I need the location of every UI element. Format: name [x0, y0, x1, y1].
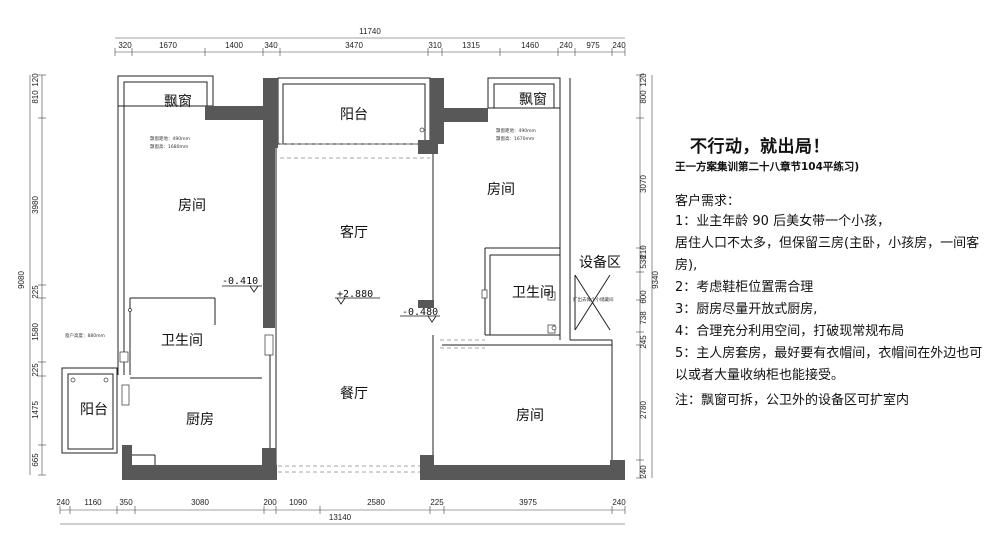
requirements-panel: 不行动，就出局！ 王一方案集训第二十八章节104平练习) 客户需求： 1：业主年… [675, 132, 995, 408]
thin-walls [61, 75, 613, 470]
note-vent-storage: 扩出去做个小储藏间 [573, 296, 614, 303]
dim-left: 120 [31, 73, 40, 87]
requirement-item: 居住人口不太多，但保留三房(主卧，小孩房，一间客房), [675, 236, 980, 273]
dim-top: 1460 [521, 41, 539, 50]
dim-right: 738 [639, 311, 648, 325]
dim-left: 665 [31, 453, 40, 467]
requirement-item: 2：考虑鞋柜位置需合理 [675, 280, 814, 295]
dim-bottom: 350 [119, 498, 133, 507]
dim-top: 240 [559, 41, 573, 50]
dim-right: 538 [639, 255, 648, 269]
dim-bottom: 200 [263, 498, 277, 507]
room-equipment: 设备区 [579, 254, 621, 271]
dim-left: 225 [31, 285, 40, 299]
dim-bottom: 225 [430, 498, 444, 507]
dimension-lines [29, 37, 653, 525]
slogan: 不行动，就出局！ [690, 137, 830, 157]
dim-top: 3470 [345, 41, 363, 50]
dim-right: 800 [639, 90, 648, 104]
dim-top: 240 [612, 41, 626, 50]
room-left: 房间 [178, 198, 206, 214]
requirement-item: 3：厨房尽量开放式厨房, [675, 302, 818, 317]
requirements-note: 注：飘窗可拆，公卫外的设备区可扩室内 [675, 393, 910, 408]
dim-bottom: 1160 [84, 498, 102, 507]
dim-bottom: 240 [56, 498, 70, 507]
room-right-top: 房间 [487, 182, 515, 198]
note-bay-right-height-from-floor: 飘窗距地：490mm [496, 127, 536, 134]
dim-top-total: 11740 [359, 27, 381, 36]
requirement-item: 4：合理充分利用空间，打破现常规布局 [675, 324, 905, 339]
dim-right-total: 9340 [651, 271, 660, 289]
dim-top: 1400 [225, 41, 243, 50]
dim-right: 240 [639, 465, 648, 479]
requirements-list: 1：业主年龄 90 后美女带一个小孩， 居住人口不太多，但保留三房(主卧，小孩房… [675, 211, 995, 387]
dim-top: 1670 [159, 41, 177, 50]
structural-walls [122, 78, 625, 480]
dim-bottom: 1090 [289, 498, 307, 507]
dim-top: 340 [264, 41, 278, 50]
room-kitchen: 厨房 [186, 412, 214, 428]
room-bay-window-left: 飘窗 [164, 93, 192, 110]
level-minus-0410: -0.410 [222, 276, 258, 287]
dim-left-total: 9080 [17, 271, 26, 289]
dim-top: 975 [586, 41, 600, 50]
dim-bottom: 3080 [191, 498, 209, 507]
dim-right: 210 [639, 245, 648, 259]
room-living: 客厅 [340, 224, 368, 241]
room-right-bottom: 房间 [516, 408, 544, 424]
dim-left: 1475 [31, 401, 40, 419]
dim-left: 225 [31, 363, 40, 377]
fixtures [70, 127, 557, 406]
room-bay-window-right: 飘窗 [519, 91, 547, 108]
room-balcony-left: 阳台 [80, 402, 108, 418]
requirement-item: 1：业主年龄 90 后美女带一个小孩， [675, 214, 891, 229]
note-bay-right-height: 飘窗高：1670mm [496, 135, 534, 142]
note-window-height: 窗户高度：880mm [65, 332, 105, 339]
level-minus-0480: -0.480 [402, 307, 438, 318]
floor-plan: 11740 320 1670 1400 340 3470 310 1315 14… [17, 27, 660, 525]
dim-right: 120 [639, 73, 648, 87]
dim-right: 3070 [639, 175, 648, 193]
dim-left: 810 [31, 90, 40, 104]
dim-top: 310 [428, 41, 442, 50]
dim-top: 1315 [462, 41, 480, 50]
dim-left: 1580 [31, 323, 40, 341]
level-marker-icons [222, 285, 440, 323]
note-bay-left-height: 飘窗高：1680mm [150, 143, 188, 150]
dim-bottom: 2580 [367, 498, 385, 507]
room-bath-left: 卫生间 [161, 333, 203, 349]
dim-top: 320 [118, 41, 132, 50]
room-balcony-top: 阳台 [340, 107, 368, 123]
note-bay-left-height-from-floor: 飘窗距地：490mm [150, 135, 190, 142]
room-bath-right: 卫生间 [512, 285, 554, 301]
dashed-openings [278, 143, 485, 473]
requirement-item: 5：主人房套房，最好要有衣帽间，衣帽间在外边也可以或者大量收纳柜也能接受。 [675, 346, 983, 383]
room-dining: 餐厅 [340, 386, 368, 402]
dimension-ticks [38, 48, 644, 514]
dim-right: 2780 [639, 401, 648, 419]
dim-right: 245 [639, 335, 648, 349]
requirements-title: 客户需求： [675, 194, 741, 209]
subtitle: 王一方案集训第二十八章节104平练习) [675, 161, 860, 173]
dim-left: 3980 [31, 196, 40, 214]
dim-bottom: 3975 [519, 498, 537, 507]
dim-bottom-total: 13140 [329, 513, 352, 522]
dim-bottom: 240 [612, 498, 626, 507]
dim-right: 600 [639, 290, 648, 304]
level-plus-2880: +2.880 [337, 289, 373, 300]
